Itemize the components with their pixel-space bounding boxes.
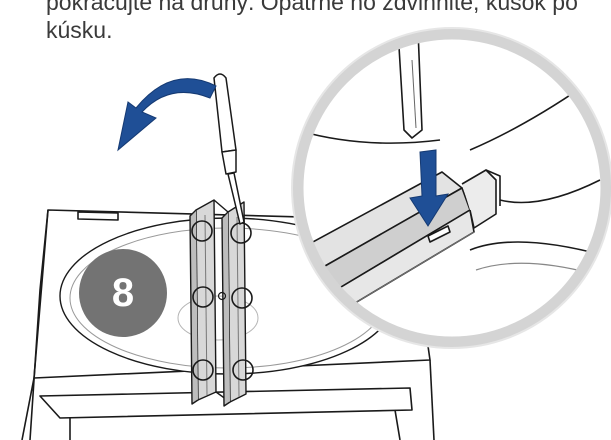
clip-marker	[191, 220, 213, 242]
magnifier-callout	[291, 27, 611, 349]
curved-arrow-left-icon	[117, 78, 217, 152]
clip-marker	[192, 286, 214, 308]
step-number-badge: 8	[79, 249, 167, 337]
instruction-line-2: kúsku.	[46, 17, 113, 43]
screwdriver-icon	[213, 73, 245, 225]
clip-marker	[232, 359, 254, 381]
instruction-text: pokračujte na druhý. Opatrne ho zdvihnit…	[46, 0, 611, 44]
clip-marker	[231, 287, 253, 309]
instruction-line-1: pokračujte na druhý. Opatrne ho zdvihnit…	[46, 0, 578, 15]
clip-marker	[192, 359, 214, 381]
arrow-down-icon	[409, 149, 450, 227]
